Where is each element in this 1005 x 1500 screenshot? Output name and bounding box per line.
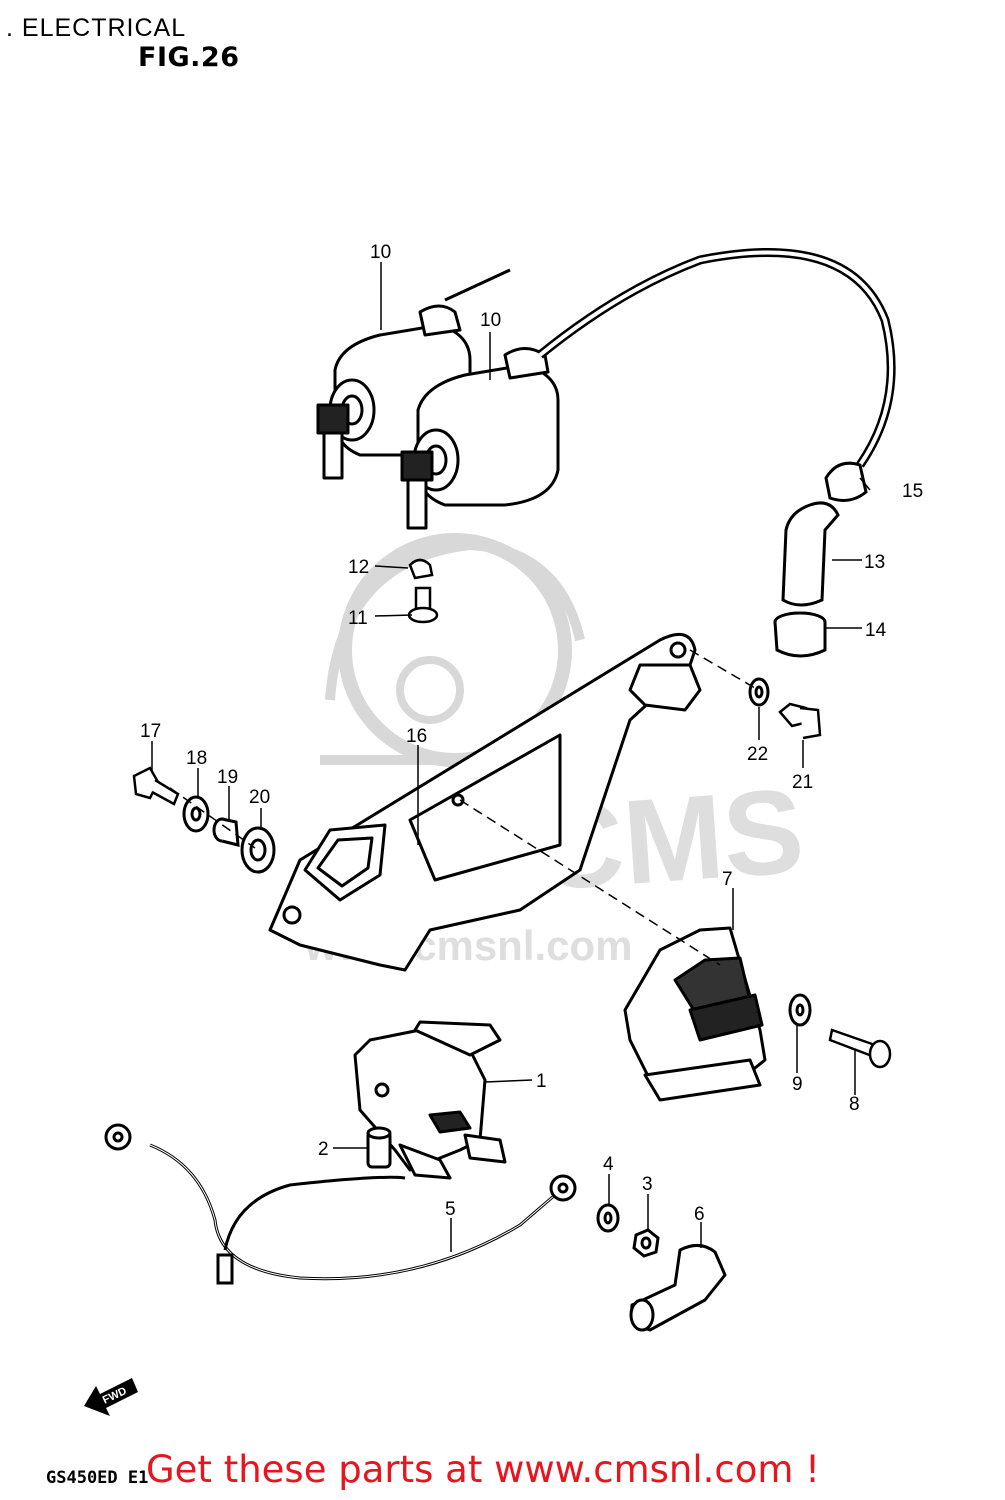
callout-numbers: 1 2 3 4 5 6 7 8 9 10 10 11 12 13 14 15 1… — [140, 242, 923, 1225]
callout-9: 9 — [792, 1074, 803, 1095]
callout-21: 21 — [792, 772, 813, 793]
ignition-coil-front — [400, 347, 560, 530]
bracket-bolt — [132, 766, 180, 806]
callout-7: 7 — [722, 869, 733, 890]
callout-15: 15 — [902, 481, 923, 502]
bracket-bolt-right — [778, 702, 822, 740]
callout-11: 11 — [348, 608, 368, 629]
bracket-collar — [212, 817, 240, 847]
callout-4: 4 — [603, 1154, 614, 1175]
assembly-guide-lines — [169, 649, 756, 966]
terminal-washer — [596, 1203, 620, 1233]
callout-20: 20 — [249, 787, 270, 808]
callout-16: 16 — [406, 726, 427, 747]
fwd-arrow-icon: FWD — [84, 1378, 138, 1416]
section-title: . ELECTRICAL — [6, 14, 187, 42]
callout-13: 13 — [864, 552, 885, 573]
callout-5: 5 — [445, 1199, 456, 1220]
callout-10a: 10 — [370, 242, 391, 263]
relay-lead-wire — [104, 1123, 577, 1285]
coil-bolt — [407, 586, 439, 624]
terminal-boot — [629, 1244, 727, 1332]
regulator-washer — [788, 993, 812, 1027]
callout-leaders — [151, 262, 871, 1252]
plug-cap-seal — [824, 461, 868, 502]
callout-22: 22 — [747, 744, 768, 765]
figure-label: FIG.26 — [138, 42, 240, 73]
bracket-grommet — [240, 826, 276, 874]
callout-2: 2 — [318, 1139, 329, 1160]
bracket-washer-right — [748, 677, 770, 707]
bracket-washer — [182, 795, 210, 833]
callout-3: 3 — [642, 1174, 653, 1195]
callout-14: 14 — [865, 620, 887, 641]
plug-cap-cover — [773, 611, 827, 658]
regulator-screw — [828, 1028, 892, 1069]
callout-18: 18 — [186, 748, 207, 769]
coil-nut — [408, 558, 434, 580]
callout-19: 19 — [217, 767, 238, 788]
mounting-bracket — [268, 632, 702, 972]
spark-plug-cap — [781, 501, 840, 607]
terminal-nut — [632, 1228, 660, 1258]
callout-12: 12 — [348, 557, 369, 578]
voltage-regulator — [623, 926, 767, 1102]
high-tension-lead — [537, 248, 896, 468]
callout-17: 17 — [140, 721, 161, 742]
relay-cushion — [366, 1126, 392, 1169]
callout-1: 1 — [536, 1071, 547, 1092]
footer-promo-link[interactable]: Get these parts at www.cmsnl.com ! — [146, 1448, 821, 1491]
callout-6: 6 — [694, 1204, 705, 1225]
callout-10b: 10 — [480, 310, 501, 331]
callout-8: 8 — [849, 1094, 860, 1115]
model-code: GS450ED E1 — [46, 1468, 149, 1488]
